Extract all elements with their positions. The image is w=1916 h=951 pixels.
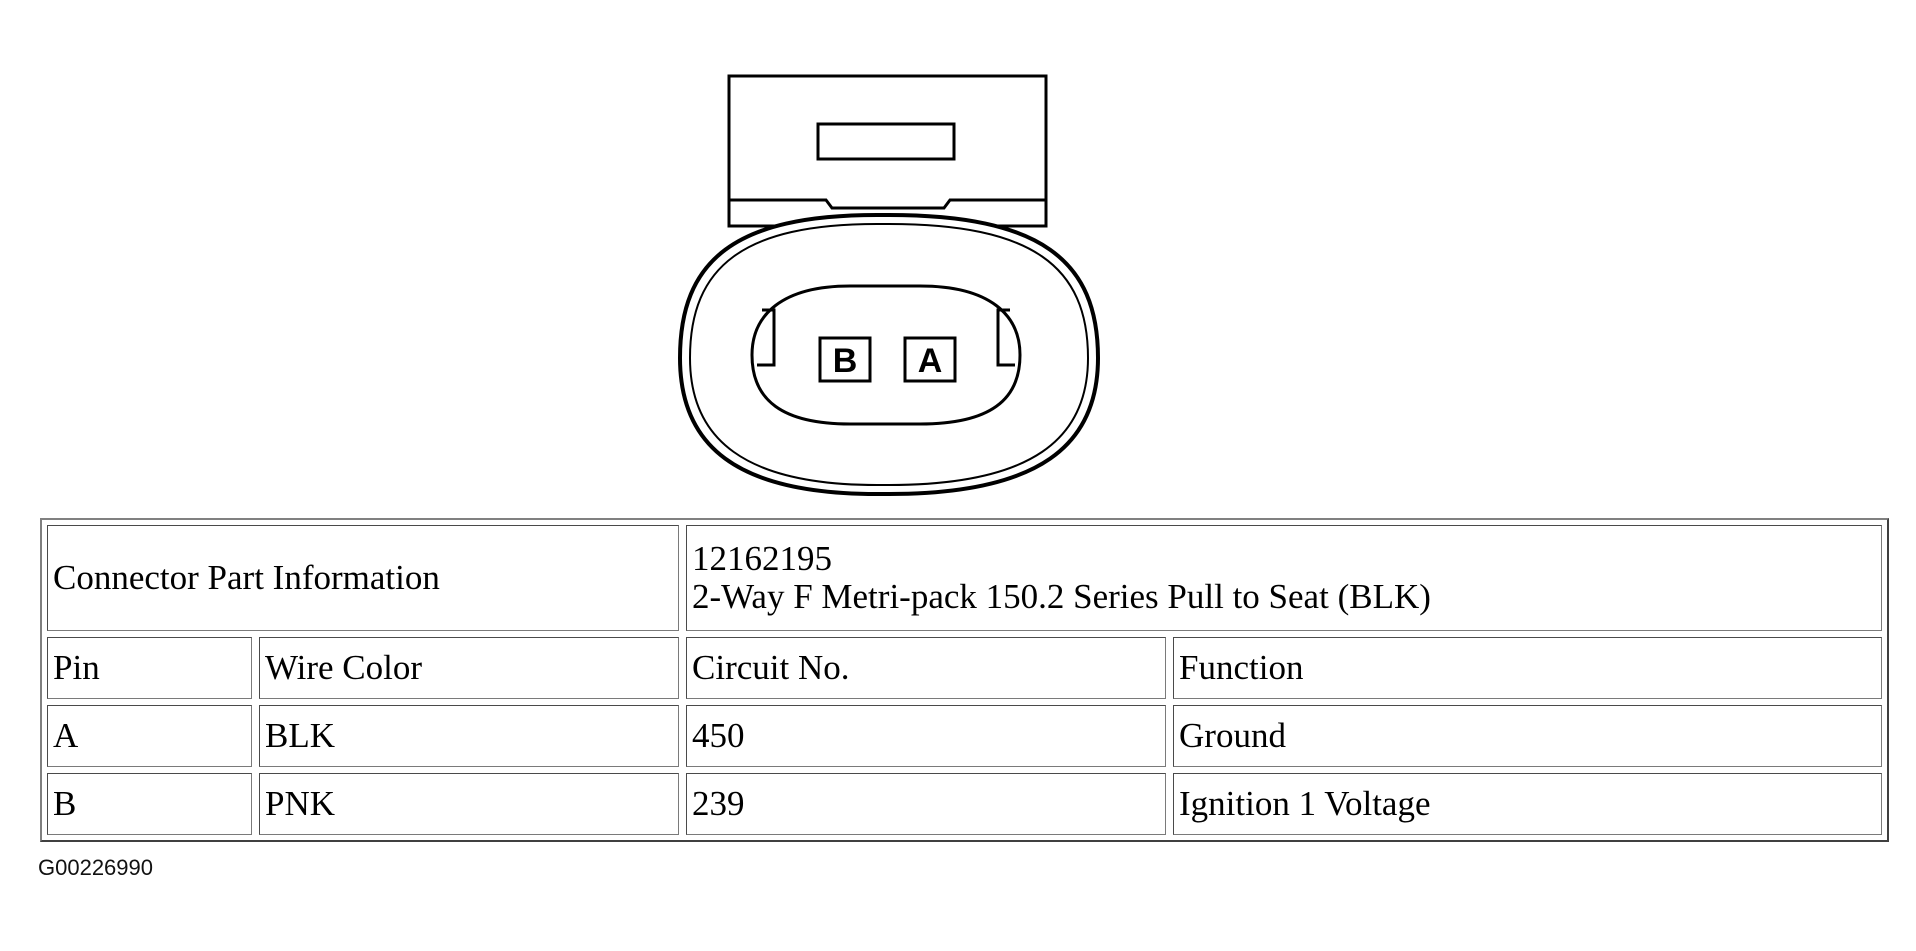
- column-header-pin: Pin: [47, 637, 252, 699]
- part-number: 12162195: [692, 539, 833, 578]
- pin-cavity-a: A: [903, 336, 957, 383]
- table-row: A BLK 450 Ground: [47, 705, 1882, 767]
- figure-id: G00226990: [38, 855, 153, 880]
- table-row: B PNK 239 Ignition 1 Voltage: [47, 773, 1882, 835]
- pin-cavity-b: B: [818, 336, 872, 383]
- connector-body: [677, 213, 1101, 496]
- connector-face-diagram: B A: [677, 74, 1101, 496]
- part-description: 2-Way F Metri-pack 150.2 Series Pull to …: [692, 577, 1431, 616]
- pin-cell: B: [47, 773, 252, 835]
- wire-color-cell: PNK: [259, 773, 680, 835]
- column-header-row: Pin Wire Color Circuit No. Function: [47, 637, 1882, 699]
- pin-cavity-a-label: A: [918, 342, 943, 380]
- column-header-function: Function: [1173, 637, 1882, 699]
- column-header-wire-color: Wire Color: [259, 637, 680, 699]
- part-info-row: Connector Part Information 12162195 2-Wa…: [47, 525, 1882, 631]
- function-cell: Ground: [1173, 705, 1882, 767]
- circuit-cell: 239: [686, 773, 1167, 835]
- connector-latch-housing: [727, 74, 1048, 228]
- circuit-cell: 450: [686, 705, 1167, 767]
- function-cell: Ignition 1 Voltage: [1173, 773, 1882, 835]
- connector-info-table: Connector Part Information 12162195 2-Wa…: [40, 518, 1889, 842]
- latch-slot: [816, 122, 956, 161]
- wire-color-cell: BLK: [259, 705, 680, 767]
- pin-cell: A: [47, 705, 252, 767]
- part-info-value: 12162195 2-Way F Metri-pack 150.2 Series…: [686, 525, 1882, 631]
- pin-cavity-b-label: B: [833, 342, 858, 380]
- part-info-label: Connector Part Information: [47, 525, 680, 631]
- column-header-circuit: Circuit No.: [686, 637, 1167, 699]
